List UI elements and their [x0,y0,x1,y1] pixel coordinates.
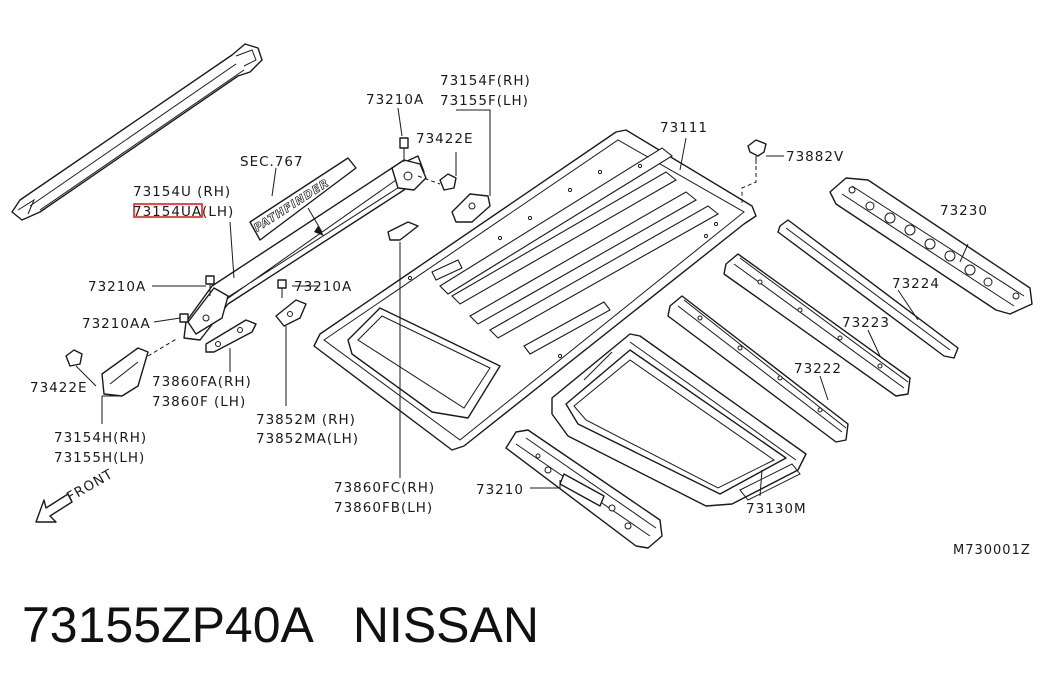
label-73210a-top: 73210A [366,92,424,108]
front-roof-rail [505,429,663,549]
label-73852ma: 73852MA(LH) [256,431,359,447]
label-73422e-left: 73422E [30,380,87,396]
bolt-top [399,137,409,162]
label-73210aa: 73210AA [82,316,151,332]
roof-bow-73224 [777,219,959,359]
label-73154ua: 73154UA(LH) [133,204,234,220]
label-73224: 73224 [892,276,940,292]
label-73130m: 73130M [746,501,807,517]
label-73210a-left: 73210A [88,279,146,295]
bracket-73860fc [387,221,419,241]
bracket-73852m [275,299,307,327]
clip-73422e-left [65,349,83,367]
label-73111: 73111 [660,120,708,136]
label-73230: 73230 [940,203,988,219]
label-73154f: 73154F(RH) [440,73,531,89]
label-73860f: 73860F (LH) [152,394,246,410]
label-73222: 73222 [794,361,842,377]
roof-bow-73223 [723,253,911,397]
bolt-mid [277,279,287,298]
rear-roof-rail [829,177,1033,315]
label-73154h: 73154H(RH) [54,430,147,446]
label-73155f: 73155F(LH) [440,93,529,109]
roof-bow-73222 [667,295,849,443]
clip-73882v [741,139,767,206]
sunroof-frame [551,333,807,507]
label-73882v: 73882V [786,149,844,165]
highlight-box [133,203,203,218]
part-labels: SEC.767 73154U (RH) 73154UA(LH) 73210A 7… [30,73,988,517]
bracket-73154f [451,193,491,223]
label-73860fc: 73860FC(RH) [334,480,435,496]
diagram-code: M730001Z [953,543,1031,558]
leader-lines [75,107,969,497]
front-label: FRONT [64,466,116,505]
label-73210a-mid: 73210A [294,279,352,295]
label-73860fb: 73860FB(LH) [334,500,433,516]
front-arrow: FRONT [35,466,116,523]
label-sec767: SEC.767 [240,154,304,170]
footer-gap [311,597,353,653]
label-73154u: 73154U (RH) [133,184,231,200]
end-cover-73154h [101,337,179,397]
label-73223: 73223 [842,315,890,331]
footer-part-number: 73155ZP40A [22,597,312,653]
label-73155h: 73155H(LH) [54,450,145,466]
label-73860fa: 73860FA(RH) [152,374,252,390]
label-73210: 73210 [476,482,524,498]
roof-rail-long [11,43,263,221]
side-rail-with-emblem [183,155,427,341]
bolt-left [205,275,215,296]
clip-73422e-top [417,173,457,191]
footer-brand: NISSAN [352,597,539,653]
roof-panel [313,129,757,451]
label-73852m: 73852M (RH) [256,412,356,428]
bracket-73860fa [205,319,257,353]
bolt-73210aa [179,313,189,323]
footer-caption: 73155ZP40A NISSAN [22,596,539,654]
label-73422e-top: 73422E [416,131,473,147]
